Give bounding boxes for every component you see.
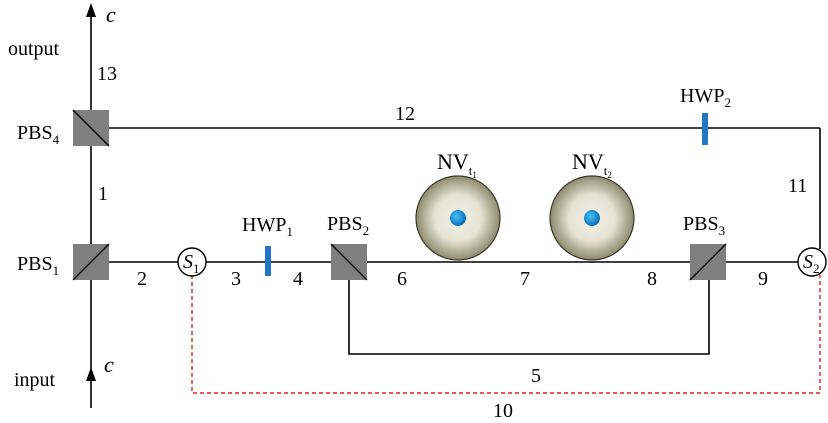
s2-label: S2 [803, 251, 820, 276]
pbs3-splitter [689, 243, 727, 281]
path-12-label: 12 [395, 103, 415, 125]
nv2-label: NVt2 [572, 149, 612, 180]
pbs3-label: PBS3 [683, 213, 725, 238]
classical-link-10 [191, 275, 821, 394]
hwp1-plate [265, 246, 271, 276]
switch-s2 [797, 247, 827, 277]
path-5-label: 5 [531, 365, 541, 387]
path-4-label: 4 [293, 268, 303, 290]
path-1-label: 1 [98, 183, 108, 205]
hwp2-label: HWP2 [680, 85, 731, 110]
path-11-label: 11 [788, 175, 807, 197]
path-2-label: 2 [137, 268, 147, 290]
hwp2-plate [702, 113, 708, 145]
c-bottom-label: c [104, 352, 114, 377]
nv-center-2 [549, 175, 635, 261]
c-top-label: c [106, 2, 116, 27]
path-8-label: 8 [647, 268, 657, 290]
pbs2-splitter [330, 243, 368, 281]
nv-center-1 [415, 175, 501, 261]
pbs4-label: PBS4 [17, 122, 60, 147]
input-label: input [14, 369, 56, 391]
pbs2-label: PBS2 [327, 213, 369, 238]
arrow-top-icon [86, 3, 96, 17]
switch-s1 [177, 247, 207, 277]
pbs1-splitter [72, 243, 110, 281]
path-3-label: 3 [231, 268, 241, 290]
arrow-bottom-icon [86, 367, 96, 381]
pbs1-label: PBS1 [17, 253, 59, 278]
hwp1-label: HWP1 [242, 214, 293, 239]
path-7-label: 7 [520, 268, 530, 290]
beam-loop-5 [348, 262, 710, 355]
s1-label: S1 [183, 251, 200, 276]
path-6-label: 6 [397, 268, 407, 290]
output-label: output [8, 38, 60, 60]
path-9-label: 9 [758, 268, 768, 290]
path-10-label: 10 [493, 400, 513, 422]
pbs4-splitter [72, 109, 110, 147]
nv1-label: NVt1 [437, 149, 477, 180]
path-13-label: 13 [97, 63, 117, 85]
